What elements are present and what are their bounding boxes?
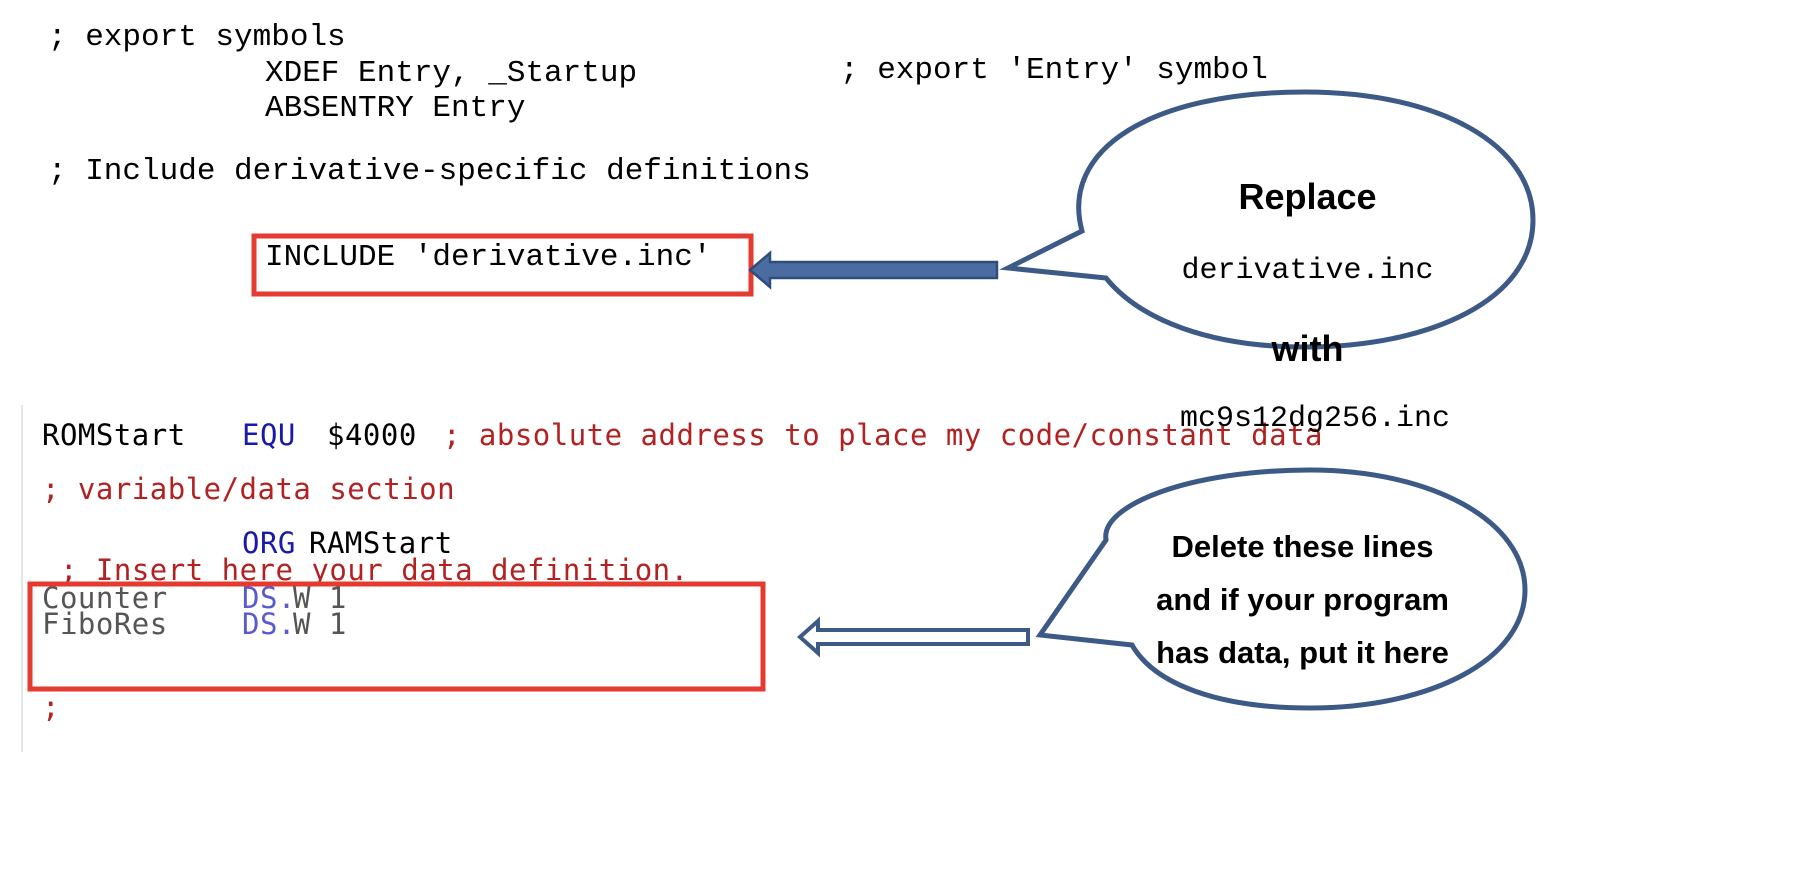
counter-keyword: DS. [242, 581, 296, 615]
include-highlight-box [251, 233, 754, 297]
callout-new-filename: mc9s12dg256.inc [1180, 402, 1451, 436]
callout-replace-word: Replace [1238, 176, 1377, 217]
equ-keyword: EQU [242, 418, 296, 452]
replace-callout-text: Replace derivative.inc with mc9s12dg256.… [1180, 140, 1451, 454]
org-keyword: ORG [242, 526, 296, 560]
arrow-to-data [796, 616, 1030, 658]
replace-callout-bubble [999, 89, 1536, 350]
counter-value: W 1 [293, 581, 347, 615]
code-romstart-line: ROMStart [42, 418, 186, 452]
romstart-label: ROMStart [42, 418, 186, 452]
code-export-comment: ; export 'Entry' symbol [840, 53, 1268, 88]
delete-callout-text: Delete these lines and if your program h… [1156, 529, 1449, 670]
code-xdef-line: XDEF Entry, _Startup [265, 56, 638, 91]
callout-old-filename: derivative.inc [1181, 254, 1434, 288]
code-comment-export: ; export symbols [48, 20, 346, 55]
fibores-label: FiboRes [42, 607, 168, 641]
insert-data-comment: ; Insert here your data definition. [60, 553, 689, 587]
trailing-comment: ; [42, 690, 60, 724]
callout-with-word: with [1271, 328, 1344, 369]
code-include-line: INCLUDE 'derivative.inc' [265, 240, 712, 275]
variable-section-comment: ; variable/data section [42, 472, 456, 506]
fibores-keyword: DS. [242, 607, 296, 641]
code-absentry-line: ABSENTRY Entry [265, 91, 526, 126]
data-highlight-box [27, 581, 766, 692]
romstart-comment: ; absolute address to place my code/cons… [443, 418, 1324, 452]
org-value: RAMStart [309, 526, 453, 560]
arrow-to-include [748, 250, 999, 290]
romstart-value: $4000 [327, 418, 417, 452]
fibores-value: W 1 [293, 607, 347, 641]
delete-callout-bubble [1035, 467, 1528, 711]
code-include-comment: ; Include derivative-specific definition… [48, 154, 811, 189]
counter-label: Counter [42, 581, 168, 615]
